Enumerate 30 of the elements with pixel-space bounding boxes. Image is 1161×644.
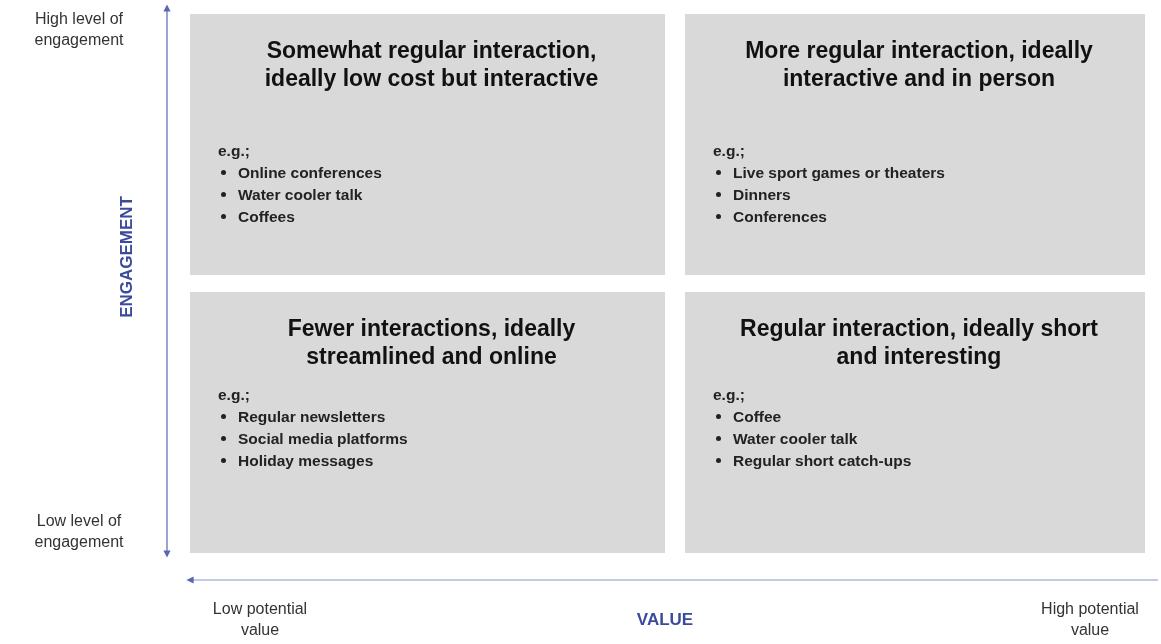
quadrant-heading: Somewhat regular interaction, ideally low cost but interactive <box>263 36 600 92</box>
example-label: e.g.; <box>218 386 250 404</box>
bullet-item: Regular short catch-ups <box>713 450 1125 472</box>
bullet-item: Water cooler talk <box>218 184 645 206</box>
example-label: e.g.; <box>713 386 745 404</box>
bullet-item: Social media platforms <box>218 428 645 450</box>
quadrant-heading: More regular interaction, ideally interactive and in person <box>744 36 1094 92</box>
axis-end-label: Low level of engagement <box>33 511 125 552</box>
bullet-item: Water cooler talk <box>713 428 1125 450</box>
axis-end-label: Low potential value <box>211 599 309 640</box>
quadrant-box <box>685 14 1145 275</box>
bullet-item: Holiday messages <box>218 450 645 472</box>
quadrant-box <box>685 292 1145 553</box>
bullet-item: Conferences <box>713 206 1125 228</box>
quadrant-box <box>190 14 665 275</box>
axis-end-label: High potential value <box>1040 599 1140 640</box>
axis-title: ENGAGEMENT <box>117 196 137 318</box>
bullet-item: Live sport games or theaters <box>713 162 1125 184</box>
example-label: e.g.; <box>218 142 250 160</box>
axis-title: VALUE <box>635 610 695 630</box>
bullet-item: Online conferences <box>218 162 645 184</box>
bullet-item: Dinners <box>713 184 1125 206</box>
bullet-item: Coffee <box>713 406 1125 428</box>
bullet-item: Coffees <box>218 206 645 228</box>
bullet-item: Regular newsletters <box>218 406 645 428</box>
quadrant-heading: Fewer interactions, ideally streamlined and online <box>286 314 577 370</box>
example-label: e.g.; <box>713 142 745 160</box>
axis-end-label: High level of engagement <box>33 9 125 50</box>
quadrant-heading: Regular interaction, ideally short and interesting <box>739 314 1099 370</box>
quadrant-box <box>190 292 665 553</box>
